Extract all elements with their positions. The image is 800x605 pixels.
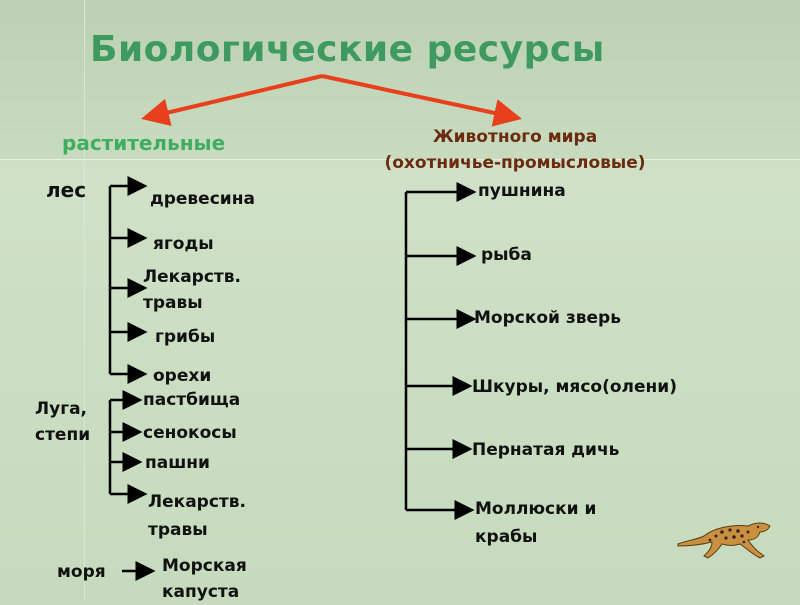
forest-item-herbs: Лекарств. травы [143, 267, 241, 313]
animal-branch-line2: (охотничье-промысловые) [384, 153, 646, 173]
animal-item-fish: рыба [481, 245, 532, 265]
animal-item-shellfish: Моллюски и крабы [475, 499, 597, 547]
forest-item-nuts: орехи [153, 366, 212, 386]
seas-item-seaweed: Морская капуста [162, 553, 247, 605]
animal-bracket [404, 182, 477, 520]
forest-item-wood: древесина [150, 189, 255, 209]
meadows-label-line1: Луга, [35, 399, 88, 419]
animal-item-game-birds: Пернатая дичь [472, 440, 620, 460]
meadows-bracket [108, 390, 148, 504]
meadows-label: Луга, степи [35, 396, 90, 448]
header-band [0, 0, 800, 160]
leopard-icon [677, 522, 771, 559]
meadows-item-pastures: пастбища [143, 390, 241, 410]
meadows-label-line2: степи [35, 425, 91, 445]
divider-vertical [84, 0, 85, 600]
forest-label: лес [46, 178, 87, 202]
arrow-to-animal [321, 74, 522, 127]
animal-item-deer: Шкуры, мясо(олени) [472, 377, 677, 397]
animal-branch-line1: Животного мира [432, 127, 598, 147]
seas-label: моря [57, 562, 106, 582]
page-title: Биологические ресурсы [90, 29, 605, 70]
animal-branch-label: Животного мира (охотничье-промысловые) [330, 124, 700, 176]
title-arrows [141, 74, 522, 127]
forest-item-berries: ягоды [153, 234, 214, 254]
seas-item-line1: Морская [162, 556, 247, 576]
divider-horizontal [0, 159, 800, 160]
meadows-item-arable: пашни [145, 453, 210, 473]
forest-bracket [108, 176, 148, 384]
animal-item-furs: пушнина [478, 181, 566, 201]
forest-item-mushrooms: грибы [155, 327, 216, 347]
seas-item-line2: капуста [162, 582, 240, 602]
meadows-item-hayfields: сенокосы [143, 423, 237, 443]
meadows-item-herbs: Лекарств. травы [148, 492, 246, 540]
animal-item-sea-animals: Морской зверь [474, 308, 621, 328]
arrow-to-plant [141, 74, 323, 127]
plant-branch-label: растительные [62, 131, 226, 155]
